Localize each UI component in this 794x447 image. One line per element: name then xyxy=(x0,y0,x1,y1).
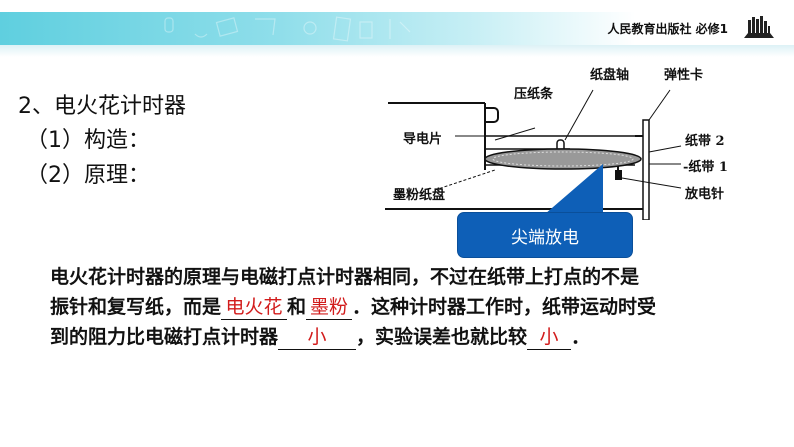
paragraph-line-1: 电火花计时器的原理与电磁打点计时器相同，不过在纸带上打点的不是 xyxy=(50,266,640,288)
text-segment: 到的阻力比电磁打点计时器 xyxy=(50,326,279,348)
answer-blank-spark: 电火花 xyxy=(221,295,288,320)
label-paper-disk-axis: 纸盘轴 xyxy=(590,68,630,83)
decorative-doodles-icon xyxy=(164,16,411,42)
answer-blank-error: 小 xyxy=(527,325,572,350)
answer-blank-resistance: 小 xyxy=(278,325,357,350)
text-segment: ． xyxy=(571,326,591,348)
section-title: 2、电火花计时器 xyxy=(18,94,186,119)
paragraph-line-3: 到的阻力比电磁打点计时器小，实验误差也就比较小． xyxy=(50,322,790,352)
label-paper-tape-2: 纸带 2 xyxy=(685,134,725,149)
label-spring-clip: 弹性卡 xyxy=(664,68,704,83)
spark-timer-drawing xyxy=(385,89,682,220)
label-paper-tape-1: -纸带 1 xyxy=(683,160,728,175)
subsection-structure: （1）构造： xyxy=(26,128,150,153)
principle-paragraph: 电火花计时器的原理与电磁打点计时器相同，不过在纸带上打点的不是 振针和复写纸，而… xyxy=(50,262,790,352)
header-banner-shadow xyxy=(0,45,794,57)
subsection-principle: （2）原理： xyxy=(26,163,150,188)
label-paper-press: 压纸条 xyxy=(514,87,554,102)
text-segment: ，实验误差也就比较 xyxy=(356,326,528,348)
spark-timer-diagram: 压纸条 纸盘轴 弹性卡 导电片 纸带 2 -纸带 1 墨粉纸盘 放电针 xyxy=(385,60,790,220)
text-segment: 和 xyxy=(287,296,307,318)
callout-pointer xyxy=(545,164,603,214)
header-banner xyxy=(0,12,794,45)
text-segment: 振针和复写纸，而是 xyxy=(50,296,222,318)
text-segment: ．这种计时器工作时，纸带运动时受 xyxy=(352,296,657,318)
label-discharge-needle: 放电针 xyxy=(685,187,725,202)
publisher-label: 人民教育出版社 必修1 xyxy=(607,22,728,36)
paragraph-line-2: 振针和复写纸，而是电火花和墨粉．这种计时器工作时，纸带运动时受 xyxy=(50,292,790,322)
callout-tip-discharge: 尖端放电 xyxy=(457,212,633,258)
label-toner-disk: 墨粉纸盘 xyxy=(393,188,446,203)
answer-blank-toner: 墨粉 xyxy=(306,295,353,320)
bookshelf-icon xyxy=(744,16,774,38)
label-conductive-plate: 导电片 xyxy=(403,132,443,147)
